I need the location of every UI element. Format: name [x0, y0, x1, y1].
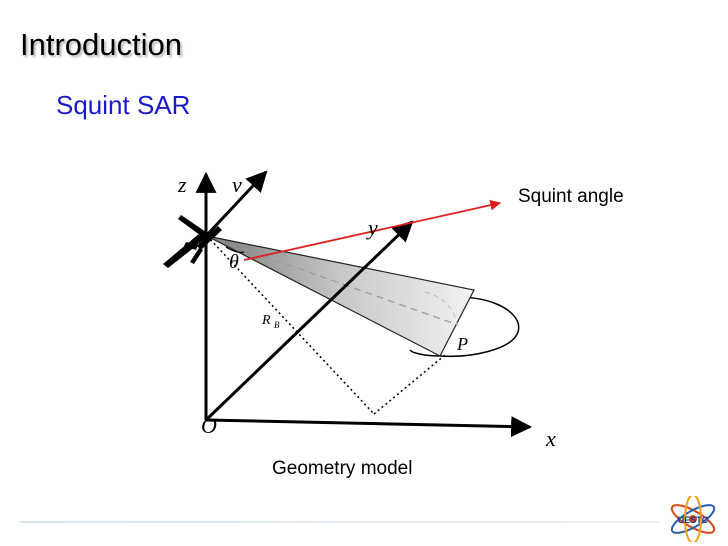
radar-beam [206, 235, 475, 357]
y-axis [204, 220, 414, 422]
squint-angle-arc [225, 246, 245, 254]
slant-range-dotted-line [206, 235, 375, 415]
slide-title: Introduction [20, 27, 182, 62]
velocity-label: v [232, 172, 242, 197]
target-p-label: P [456, 334, 468, 354]
theta-label: θ [229, 251, 239, 273]
beam-center-dashed-line [206, 235, 459, 326]
y-axis-label: y [366, 215, 378, 240]
squint-angle-label: Squint angle [518, 186, 624, 207]
x-axis [205, 416, 533, 438]
slide-subtitle: Squint SAR [56, 90, 191, 120]
ground-projection-dotted-line [373, 354, 446, 415]
velocity-axis [204, 170, 268, 238]
footer-divider [20, 521, 660, 523]
z-axis-label: z [177, 172, 187, 197]
origin-label: O [201, 413, 217, 438]
range-rb-subscript: B [274, 320, 280, 330]
figure-caption: Geometry model [272, 458, 413, 479]
x-axis-label: x [545, 426, 556, 451]
range-rb-label: R [261, 313, 271, 328]
uestc-logo: UESTC [670, 496, 716, 542]
aircraft-icon [163, 215, 222, 268]
squint-ray [243, 199, 502, 261]
footprint-inner-arc [424, 291, 459, 331]
logo-text: UESTC [678, 515, 709, 525]
beam-footprint-ellipse [409, 296, 520, 358]
